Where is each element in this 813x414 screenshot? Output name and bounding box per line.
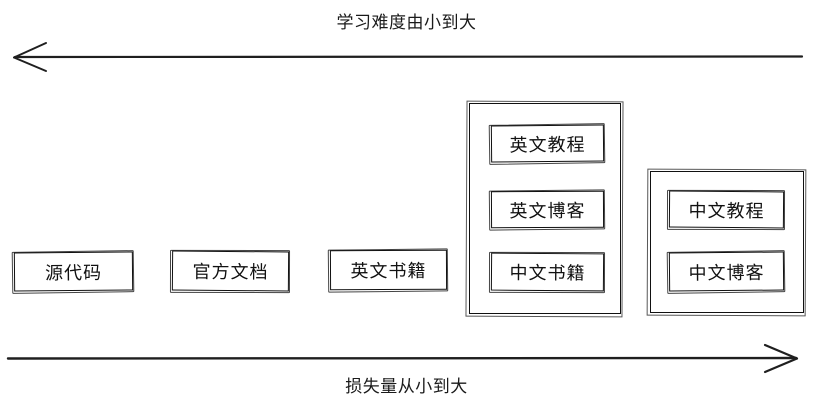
node-english-books[interactable]: 英文书籍 xyxy=(329,249,448,291)
node-chinese-books[interactable]: 中文书籍 xyxy=(490,252,605,292)
node-source-code[interactable]: 源代码 xyxy=(13,251,134,292)
node-label: 英文博客 xyxy=(509,200,586,222)
group-english: 英文教程 英文博客 中文书籍 xyxy=(469,103,621,314)
node-label: 源代码 xyxy=(44,262,103,284)
bottom-arrow-icon xyxy=(6,343,799,374)
node-english-tutorial[interactable]: 英文教程 xyxy=(490,124,605,163)
node-english-blog[interactable]: 英文博客 xyxy=(490,190,605,229)
node-official-docs[interactable]: 官方文档 xyxy=(171,250,290,292)
group-chinese: 中文教程 中文博客 xyxy=(650,171,804,313)
node-label: 中文博客 xyxy=(688,262,765,284)
top-arrow-icon xyxy=(13,42,804,72)
node-chinese-tutorial[interactable]: 中文教程 xyxy=(668,190,785,229)
node-label: 中文书籍 xyxy=(509,262,586,285)
node-label: 中文教程 xyxy=(688,200,765,222)
top-axis-label: 学习难度由小到大 xyxy=(336,13,477,33)
bottom-axis-label: 损失量从小到大 xyxy=(345,377,468,397)
node-chinese-blog[interactable]: 中文博客 xyxy=(668,251,785,292)
node-label: 官方文档 xyxy=(192,261,269,284)
node-label: 英文教程 xyxy=(509,134,586,156)
node-label: 英文书籍 xyxy=(350,260,427,283)
